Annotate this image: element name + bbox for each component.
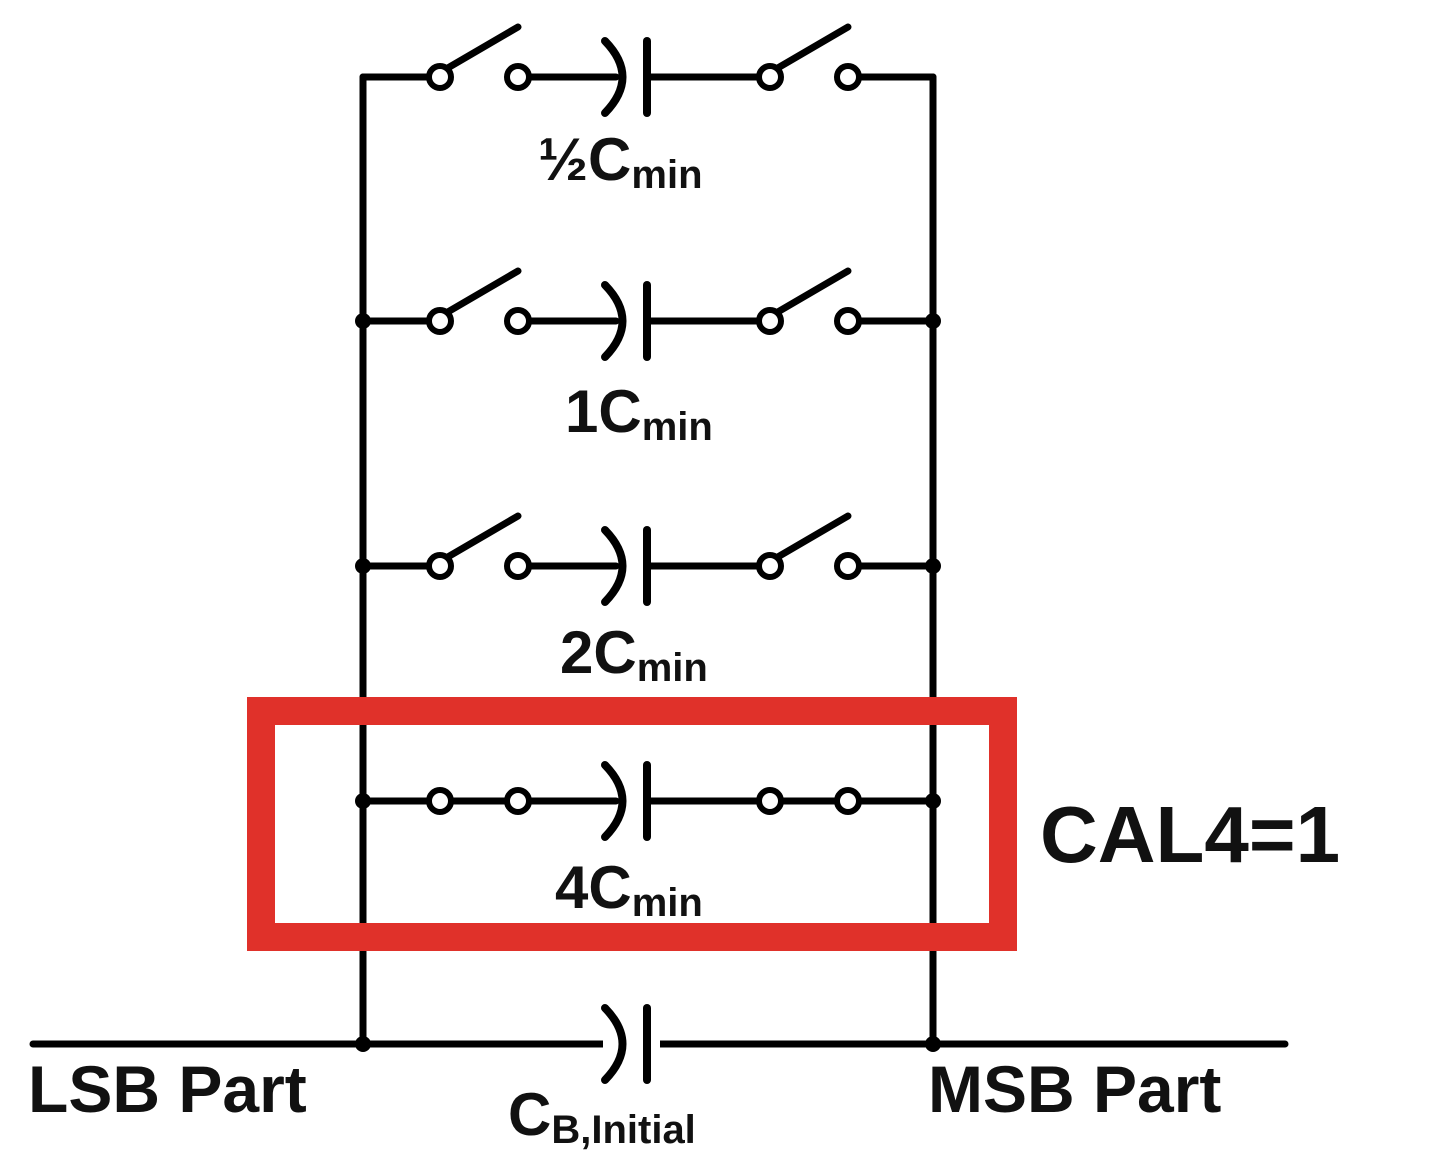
switch-blade-left [442,267,522,317]
switch-blade-left [442,23,522,73]
switch-contact [504,787,532,815]
bridge-capacitor [601,1004,660,1084]
msb-port-label: MSB Part [928,1052,1221,1126]
switch-contact [426,787,454,815]
capacitor-curved-plate [601,37,627,117]
switch-contact [504,63,532,91]
switch-contact [756,787,784,815]
capacitor-curved-plate [601,761,627,841]
junction-node-left [355,558,371,574]
junction-node-left [355,793,371,809]
switch-contact [756,63,784,91]
switch-blade-right [772,267,852,317]
msb-bus-node [925,1036,941,1052]
lsb-bus-node [355,1036,371,1052]
junction-node-right [925,313,941,329]
capacitor-curved-plate [601,526,627,606]
switch-contact [834,307,862,335]
switch-contact [756,552,784,580]
switch-contact [504,552,532,580]
switch-contact [756,307,784,335]
switch-blade-left [442,512,522,562]
cal-label: CAL4=1 [1040,790,1340,879]
switch-contact [426,307,454,335]
switch-blade-right [772,23,852,73]
junction-node-left [355,313,371,329]
switch-contact [834,552,862,580]
switch-contact [504,307,532,335]
switch-contact [834,63,862,91]
cap-label-4: 4Cmin [555,854,703,925]
cap-label-half: ½Cmin [538,126,703,197]
capacitor-branches [355,23,941,841]
switch-contact [426,552,454,580]
capacitor-curved-plate [601,281,627,361]
cap-label-2: 2Cmin [560,619,708,690]
switch-contact [426,63,454,91]
junction-node-right [925,558,941,574]
switch-blade-right [772,512,852,562]
switch-contact [834,787,862,815]
bridge-cap-label: CB,Initial [508,1081,696,1152]
highlight-box [247,697,1017,951]
cap-label-1: 1Cmin [565,378,713,449]
junction-node-right [925,793,941,809]
lsb-port-label: LSB Part [28,1052,307,1126]
